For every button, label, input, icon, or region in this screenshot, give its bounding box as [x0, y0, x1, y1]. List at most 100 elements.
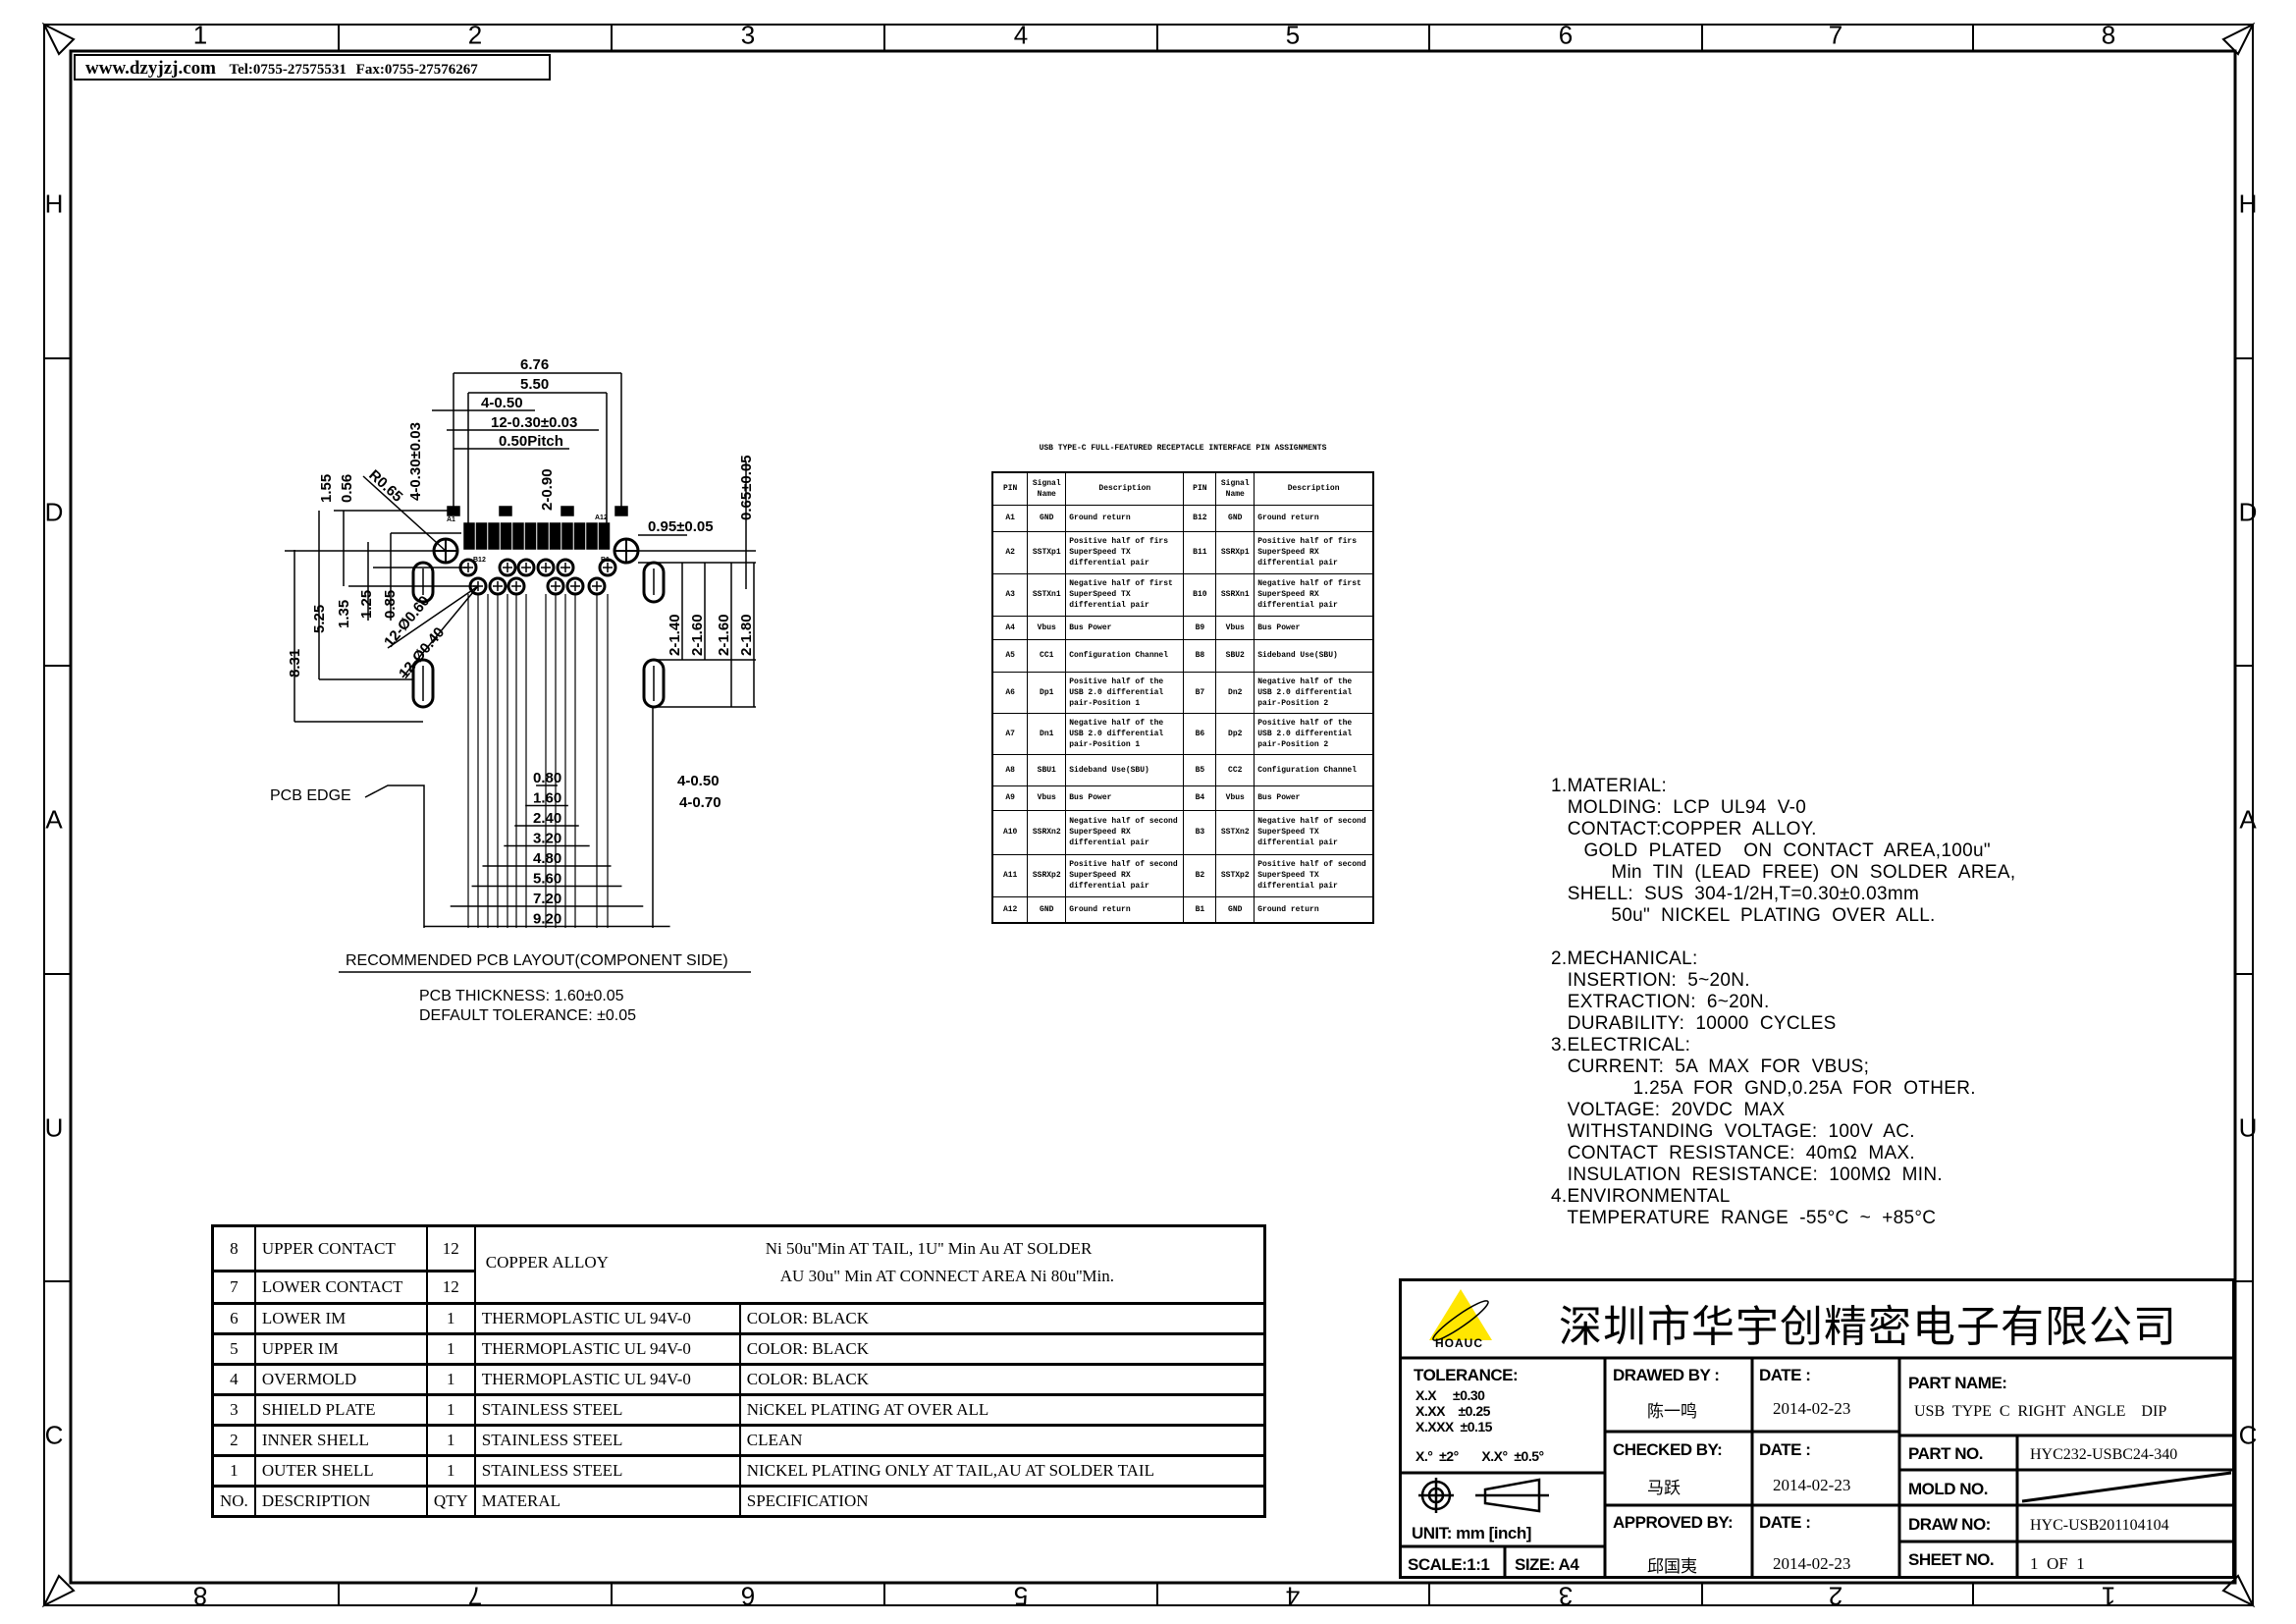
bom-cell: STAINLESS STEEL — [473, 1424, 741, 1457]
zone-row-H-right: H — [2238, 189, 2258, 219]
pin-table-cell: A3 — [991, 572, 1029, 617]
bom-cell: 5 — [211, 1332, 256, 1366]
pin-table-cell: Configuration Channel — [1254, 753, 1374, 786]
pin-table-cell: SSTXn2 — [1215, 809, 1255, 855]
pin-table-cell: Negative half of second SuperSpeed TX di… — [1254, 809, 1374, 855]
pin-table-cell: Negative half of the USB 2.0 differentia… — [1254, 671, 1374, 714]
zone-column-3: 3 — [740, 20, 756, 50]
pin-table-header: Signal Name — [1215, 471, 1255, 506]
bom-cell: OUTER SHELL — [253, 1454, 428, 1488]
bom-cell: CLEAN — [738, 1424, 1266, 1457]
date-approved: 2014-02-23 — [1773, 1554, 1851, 1573]
dim-5-50: 5.50 — [520, 376, 549, 393]
pin-table-cell: A10 — [991, 809, 1029, 855]
dim-1-25: 1.25 — [358, 590, 375, 619]
zone-row-C-right: C — [2238, 1420, 2258, 1450]
zone-row-A-right: A — [2239, 804, 2257, 835]
zone-column-8: 8 — [2101, 20, 2116, 50]
smd-pad — [500, 522, 512, 550]
pin-table-cell: SBU2 — [1215, 638, 1255, 673]
drawed-by: 陈一鸣 — [1647, 1402, 1697, 1421]
zone-column-bottom-7: 7 — [467, 1581, 483, 1611]
pin-table-cell: Bus Power — [1065, 785, 1185, 811]
bom-cell: 4 — [211, 1363, 256, 1396]
pin-table-cell: B11 — [1183, 530, 1217, 574]
pin-table-cell: B9 — [1183, 615, 1217, 640]
website-link[interactable]: www.dzyjzj.com — [85, 58, 216, 79]
dim-6-76: 6.76 — [520, 356, 549, 373]
bom-cell: STAINLESS STEEL — [473, 1393, 741, 1427]
bom-cell: NiCKEL PLATING AT OVER ALL — [738, 1393, 1266, 1427]
bom-cell: 1 — [425, 1302, 476, 1335]
bom-description: LOWER CONTACT — [253, 1270, 428, 1305]
bom-description: UPPER CONTACT — [253, 1224, 428, 1272]
pin-table-cell: A8 — [991, 753, 1029, 786]
through-hole — [598, 558, 617, 577]
bom-cell: 1 — [211, 1454, 256, 1488]
dim-1-55: 1.55 — [318, 474, 335, 503]
note-line: CONTACT RESISTANCE: 40mΩ MAX. — [1551, 1143, 1915, 1164]
pin-table-cell: GND — [1215, 895, 1255, 924]
zone-column-bottom-8: 8 — [192, 1581, 208, 1611]
zone-column-bottom-3: 3 — [1558, 1581, 1574, 1611]
pin-table-cell: Vbus — [1027, 615, 1067, 640]
dim-bottom-7.20: 7.20 — [533, 891, 561, 907]
logo-text: HOAUC — [1435, 1336, 1483, 1350]
bom-spec-line1: Ni 50u''Min AT TAIL, 1U'' Min Au AT SOLD… — [765, 1239, 1093, 1258]
bom-cell: 1 — [425, 1424, 476, 1457]
note-line: GOLD PLATED ON CONTACT AREA,100u" — [1551, 840, 1991, 861]
note-line: CURRENT: 5A MAX FOR VBUS; — [1551, 1056, 1870, 1077]
pin-table-cell: SSRXn1 — [1215, 572, 1255, 617]
pin-table-cell: A2 — [991, 530, 1029, 574]
pin-table-cell: Negative half of second SuperSpeed RX di… — [1065, 809, 1185, 855]
smd-pad — [586, 522, 598, 550]
pin-table-cell: Dp2 — [1215, 712, 1255, 755]
bom-cell: COLOR: BLACK — [738, 1363, 1266, 1396]
dim-pitch: 0.50Pitch — [499, 433, 563, 450]
pin-table-cell: Vbus — [1215, 615, 1255, 640]
projection-symbol-icon — [1418, 1478, 1549, 1513]
zone-column-4: 4 — [1013, 20, 1029, 50]
smd-pad — [512, 522, 524, 550]
draw-no-label: DRAW NO: — [1908, 1515, 1991, 1534]
small-pad — [499, 506, 512, 516]
dim-bottom-2.40: 2.40 — [533, 810, 561, 827]
inner-border — [69, 49, 2237, 1585]
dim-4-0-30: 4-0.30±0.03 — [407, 422, 424, 501]
zone-column-1: 1 — [192, 20, 208, 50]
zone-row-C-left: C — [44, 1420, 64, 1450]
zone-column-2: 2 — [467, 20, 483, 50]
pin-label-a12: A12 — [595, 514, 608, 521]
pin-table-cell: Bus Power — [1254, 615, 1374, 640]
bom-cell: NICKEL PLATING ONLY AT TAIL,AU AT SOLDER… — [738, 1454, 1266, 1488]
scale-label: SCALE:1:1 — [1408, 1555, 1490, 1574]
bom-header: QTY — [425, 1485, 476, 1518]
dim-r0-65: R0.65 — [365, 466, 405, 505]
pin-table-cell: A11 — [991, 853, 1029, 897]
bom-header: NO. — [211, 1485, 256, 1518]
tolerance-label: TOLERANCE: — [1414, 1366, 1519, 1384]
pin-table-title: USB TYPE-C FULL-FEATURED RECEPTACLE INTE… — [1039, 444, 1327, 453]
pin-table-cell: SSTXp2 — [1215, 853, 1255, 897]
dim-4-0-50-bottom: 4-0.50 — [677, 773, 720, 789]
part-name-label: PART NAME: — [1908, 1374, 2007, 1392]
note-line: INSERTION: 5~20N. — [1551, 970, 1750, 991]
date-label-2: DATE : — [1759, 1440, 1811, 1459]
pin-table-cell: Sideband Use(SBU) — [1065, 753, 1185, 786]
logo-icon — [1429, 1289, 1492, 1341]
pin-table-cell: A6 — [991, 671, 1029, 714]
dim-0-95: 0.95±0.05 — [648, 518, 714, 535]
sheet-no-label: SHEET NO. — [1908, 1550, 1995, 1569]
dim-5-25: 5.25 — [311, 605, 328, 633]
tolerance-1: X.X ±0.30 — [1415, 1387, 1485, 1403]
pin-table-cell: Positive half of second SuperSpeed TX di… — [1254, 853, 1374, 897]
